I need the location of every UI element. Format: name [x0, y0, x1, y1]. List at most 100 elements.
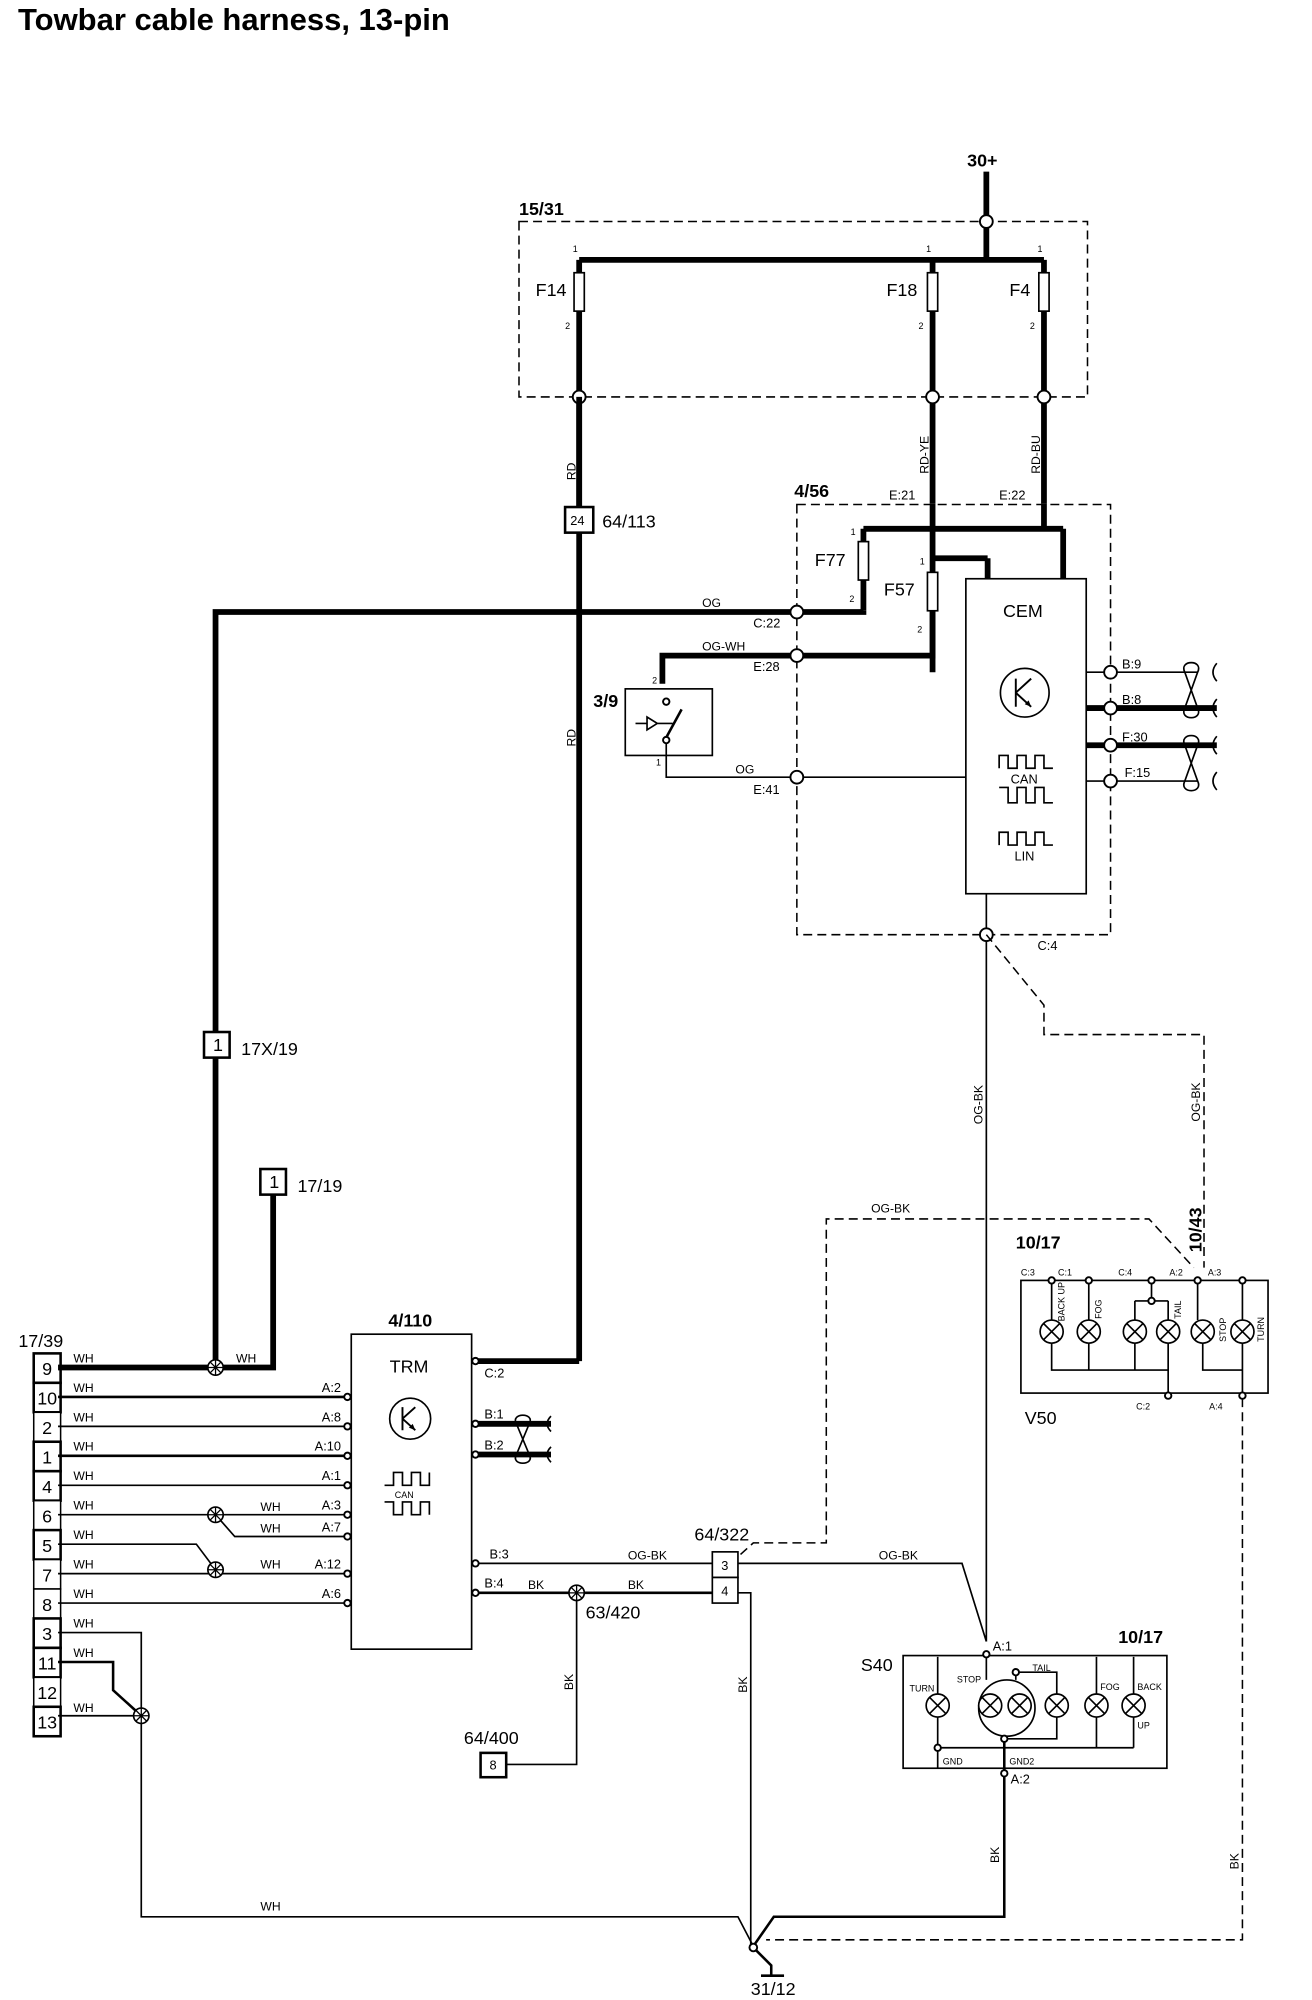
lamp-label: TURN	[910, 1683, 935, 1693]
pin-label: C:3	[1021, 1267, 1035, 1277]
wire-label: BK	[736, 1676, 750, 1692]
wire-label-rd-ye: RD-YE	[918, 436, 932, 474]
trm-pin-node	[343, 1532, 352, 1541]
transistor-icon	[999, 667, 1050, 718]
wire-label: OG-BK	[628, 1549, 667, 1563]
pin-label: 1	[920, 557, 925, 567]
pin-label: 2	[918, 321, 923, 331]
can-bus-icon: CAN	[998, 754, 1053, 804]
trm-pin-node	[343, 1481, 352, 1490]
wire-label-rd: RD	[564, 462, 578, 480]
socket-pin-cell	[32, 1528, 62, 1561]
trm-pin-node	[343, 1510, 352, 1519]
socket-pin-label: 12	[37, 1683, 57, 1703]
wire-label: WH	[73, 1381, 93, 1395]
socket-pin-label: 13	[37, 1713, 57, 1733]
pin-label: 1	[269, 1172, 279, 1192]
pin-label: 1	[656, 758, 661, 768]
pin-label: 1	[926, 244, 931, 254]
pin-label: A:3	[1208, 1267, 1221, 1277]
lamp-label: TAIL	[1032, 1663, 1050, 1673]
wire-label: WH	[260, 1558, 280, 1572]
wire-label-rd: RD	[564, 729, 578, 747]
pin-label: B:4	[484, 1576, 503, 1591]
socket-pin-cell	[32, 1676, 62, 1708]
wire-label: WH	[73, 1440, 93, 1454]
pin-label: B:2	[484, 1437, 503, 1452]
module-name: TRM	[390, 1357, 429, 1377]
trm-pin-node	[343, 1451, 352, 1460]
fusebox-output-node	[925, 389, 940, 405]
module-name: CEM	[1003, 601, 1043, 621]
module-id: 4/56	[794, 481, 829, 501]
lamp-label: TAIL	[1173, 1301, 1183, 1319]
lamp-label: UP	[1137, 1721, 1149, 1731]
lamp-label: BACK	[1137, 1682, 1161, 1692]
wire-label: WH	[73, 1528, 93, 1542]
trm-pin-label: A:10	[315, 1439, 341, 1454]
rear-lamp-s40: 10/17 S40 A:1 TURN STOP TAIL FOG BACK UP…	[752, 1627, 1168, 1947]
wire-label: OG-BK	[972, 1085, 986, 1124]
wire-label: WH	[73, 1616, 93, 1630]
connector-17-19: 1 17/19	[215, 1167, 342, 1371]
wire-label: BK	[562, 1674, 576, 1690]
can-label: CAN	[1011, 772, 1038, 787]
socket-pin-cell	[32, 1705, 62, 1738]
power-supply-30: 30+	[967, 150, 998, 260]
connector-id: 64/322	[694, 1524, 749, 1544]
trm-pin-node	[343, 1392, 352, 1402]
socket-pin-label: 4	[42, 1477, 52, 1497]
wire-label: OG-BK	[1189, 1082, 1203, 1121]
pin-label: 1	[1038, 244, 1043, 254]
trm-pin-label: A:3	[322, 1498, 341, 1513]
pin-label: A:2	[1011, 1772, 1030, 1787]
wire-label: WH	[260, 1522, 280, 1536]
page-title: Towbar cable harness, 13-pin	[18, 2, 450, 37]
wire-label: OG	[702, 596, 721, 610]
trm-module-4-110: 4/110 TRM CAN A:2A:8A:10A:1A:3A:7A:12A:6…	[315, 1311, 713, 1650]
pin-label: F:15	[1125, 765, 1151, 780]
pin-label: C:22	[753, 615, 780, 630]
wire-label: BK	[1228, 1853, 1242, 1869]
pin-label: 1	[213, 1035, 223, 1055]
socket-pin-label: 7	[42, 1565, 52, 1585]
rd-wire: 24 64/113 RD	[475, 396, 656, 1364]
socket-pin-label: 6	[42, 1506, 52, 1526]
wire-label: OG-BK	[879, 1549, 918, 1563]
pin-label: C:2	[484, 1366, 504, 1381]
splice-id: 63/420	[586, 1602, 641, 1622]
connector-64-322: 64/322 3 4 OG-BK BK OG-BK	[694, 1202, 1195, 1947]
pin-label: 1	[573, 244, 578, 254]
pin-label: B:1	[484, 1407, 503, 1422]
socket-pin-label: 8	[42, 1595, 52, 1615]
socket-pin-label: 10	[37, 1389, 57, 1409]
connector-id: 17X/19	[241, 1039, 298, 1059]
pin-label: C:4	[1038, 938, 1058, 953]
variant-label: V50	[1025, 1408, 1057, 1428]
lin-label: LIN	[1015, 848, 1035, 863]
trm-pin-label: A:7	[322, 1519, 341, 1534]
trm-pin-label: A:12	[315, 1557, 341, 1572]
cem-box	[965, 577, 1088, 895]
lamp-label: STOP	[957, 1674, 981, 1684]
cem-boundary	[796, 503, 1112, 936]
wire-label: BK	[528, 1578, 544, 1592]
can-label: CAN	[395, 1490, 414, 1500]
wire-label: WH	[73, 1499, 93, 1513]
pin-label: A:1	[993, 1638, 1012, 1653]
socket-pin-label: 5	[42, 1536, 52, 1556]
trm-pin-label: A:1	[322, 1468, 341, 1483]
connector-64-113	[563, 505, 595, 534]
fuse-f57: F57 1 2	[884, 557, 939, 635]
wire-label: WH	[236, 1351, 256, 1365]
socket-pin-label: 1	[42, 1448, 52, 1468]
pin-label: E:28	[753, 659, 779, 674]
fusebox-id: 15/31	[519, 199, 564, 219]
connector-id: 64/400	[464, 1728, 519, 1748]
trm-pin-node	[343, 1422, 352, 1431]
og-wire: OG C:22	[212, 596, 867, 1368]
socket-pin-cell	[32, 1381, 62, 1414]
pin-label: 2	[652, 676, 657, 686]
wire-label: WH	[73, 1646, 93, 1660]
pin-label: 4	[721, 1583, 728, 1598]
